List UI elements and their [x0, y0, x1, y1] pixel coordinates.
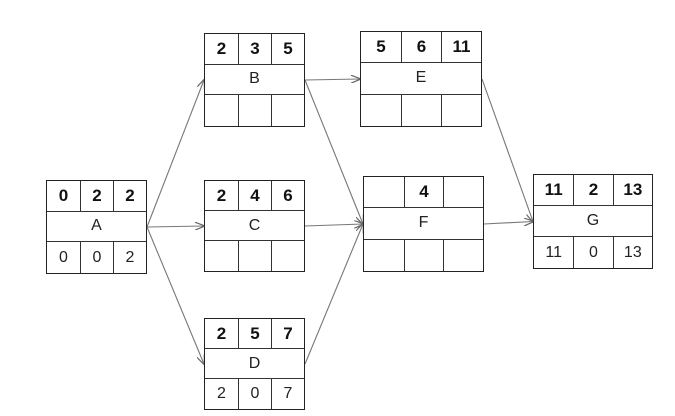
node-d-duration: 5 — [238, 319, 271, 348]
node-a-lf: 2 — [113, 242, 146, 273]
edge-b-e — [304, 79, 360, 80]
node-a-ef: 2 — [113, 181, 146, 211]
node-d-top-row: 2 5 7 — [205, 319, 304, 349]
node-g-es: 11 — [544, 180, 563, 199]
node-a-label: A — [91, 217, 102, 235]
node-d-es: 2 — [216, 323, 227, 343]
node-f-duration: 4 — [403, 177, 444, 208]
edge-a-b — [146, 80, 204, 228]
node-d-bottom-row: 2 0 7 — [205, 379, 304, 409]
node-d-ls: 2 — [217, 385, 226, 402]
node-f-slack — [403, 239, 444, 271]
node-e-label: E — [415, 69, 427, 87]
node-b-es: 2 — [216, 38, 227, 58]
node-c-es: 2 — [216, 185, 227, 205]
node-e-lf — [441, 94, 481, 126]
edge-d-f — [304, 224, 363, 365]
node-a-bottom-row: 0 0 2 — [47, 242, 146, 273]
node-e-ef: 11 — [441, 32, 481, 63]
node-g-duration: 2 — [573, 175, 612, 205]
node-g-top-row: 11 2 13 — [534, 175, 652, 206]
node-f: 4 F — [363, 176, 484, 272]
node-a-ls: 0 — [59, 248, 68, 266]
node-g-name-row: G — [534, 206, 652, 237]
node-c-ef: 6 — [271, 181, 304, 210]
node-a-slack: 0 — [80, 242, 113, 273]
node-b-label: B — [249, 70, 260, 88]
node-f-top-row: 4 — [364, 177, 483, 209]
edge-a-c — [146, 226, 204, 227]
node-e: 5 6 11 E — [360, 31, 482, 127]
edge-e-g — [481, 78, 533, 222]
node-d: 2 5 7 D 2 0 7 — [204, 318, 305, 410]
node-c-slack — [238, 241, 271, 271]
node-g-lf: 13 — [612, 237, 652, 268]
node-b-ef: 5 — [271, 34, 304, 64]
edge-a-d — [146, 226, 204, 364]
node-f-name-row: F — [364, 208, 483, 240]
node-d-slack: 0 — [238, 379, 271, 409]
node-c-name-row: C — [205, 211, 304, 241]
node-c-duration: 4 — [238, 181, 271, 210]
node-d-ef: 7 — [271, 319, 304, 348]
node-a-duration: 2 — [80, 181, 113, 211]
edge-f-g — [483, 222, 533, 225]
node-f-bottom-row — [364, 239, 483, 271]
node-f-label: F — [418, 214, 429, 232]
node-b-ls — [205, 95, 238, 126]
node-d-name-row: D — [205, 349, 304, 379]
node-a-name-row: A — [47, 212, 146, 243]
node-c-lf — [271, 241, 304, 271]
node-e-bottom-row — [361, 94, 481, 126]
node-d-lf: 7 — [271, 379, 304, 409]
edge-c-f — [304, 224, 363, 226]
node-e-slack — [401, 94, 441, 126]
node-g-ls: 11 — [545, 243, 562, 261]
node-a: 0 2 2 A 0 0 2 — [46, 180, 147, 274]
node-f-ef — [443, 177, 483, 208]
node-c-bottom-row — [205, 241, 304, 271]
node-g-label: G — [586, 212, 600, 229]
node-g: 11 2 13 G 11 0 13 — [533, 174, 653, 269]
node-g-bottom-row: 11 0 13 — [534, 237, 652, 268]
node-f-ls — [364, 240, 404, 271]
node-c-top-row: 2 4 6 — [205, 181, 304, 211]
node-d-label: D — [248, 354, 261, 372]
node-b-lf — [271, 95, 304, 126]
node-a-top-row: 0 2 2 — [47, 181, 146, 212]
node-g-slack: 0 — [573, 237, 612, 268]
edge-b-f — [304, 79, 363, 224]
node-b-duration: 3 — [238, 34, 271, 64]
node-e-name-row: E — [361, 63, 481, 95]
node-e-duration: 6 — [401, 32, 441, 63]
node-b-slack — [238, 95, 271, 126]
node-f-es — [364, 177, 404, 207]
node-g-ef: 13 — [612, 175, 652, 205]
node-b-bottom-row — [205, 95, 304, 126]
node-e-es: 5 — [376, 37, 386, 57]
node-e-top-row: 5 6 11 — [361, 32, 481, 64]
node-b: 2 3 5 B — [204, 33, 305, 127]
node-b-top-row: 2 3 5 — [205, 34, 304, 65]
node-c-label: C — [248, 216, 261, 234]
node-b-name-row: B — [205, 65, 304, 96]
node-a-es: 0 — [58, 185, 69, 205]
node-c: 2 4 6 C — [204, 180, 305, 272]
node-c-ls — [205, 241, 238, 271]
node-f-lf — [443, 239, 483, 271]
node-e-ls — [361, 95, 401, 126]
